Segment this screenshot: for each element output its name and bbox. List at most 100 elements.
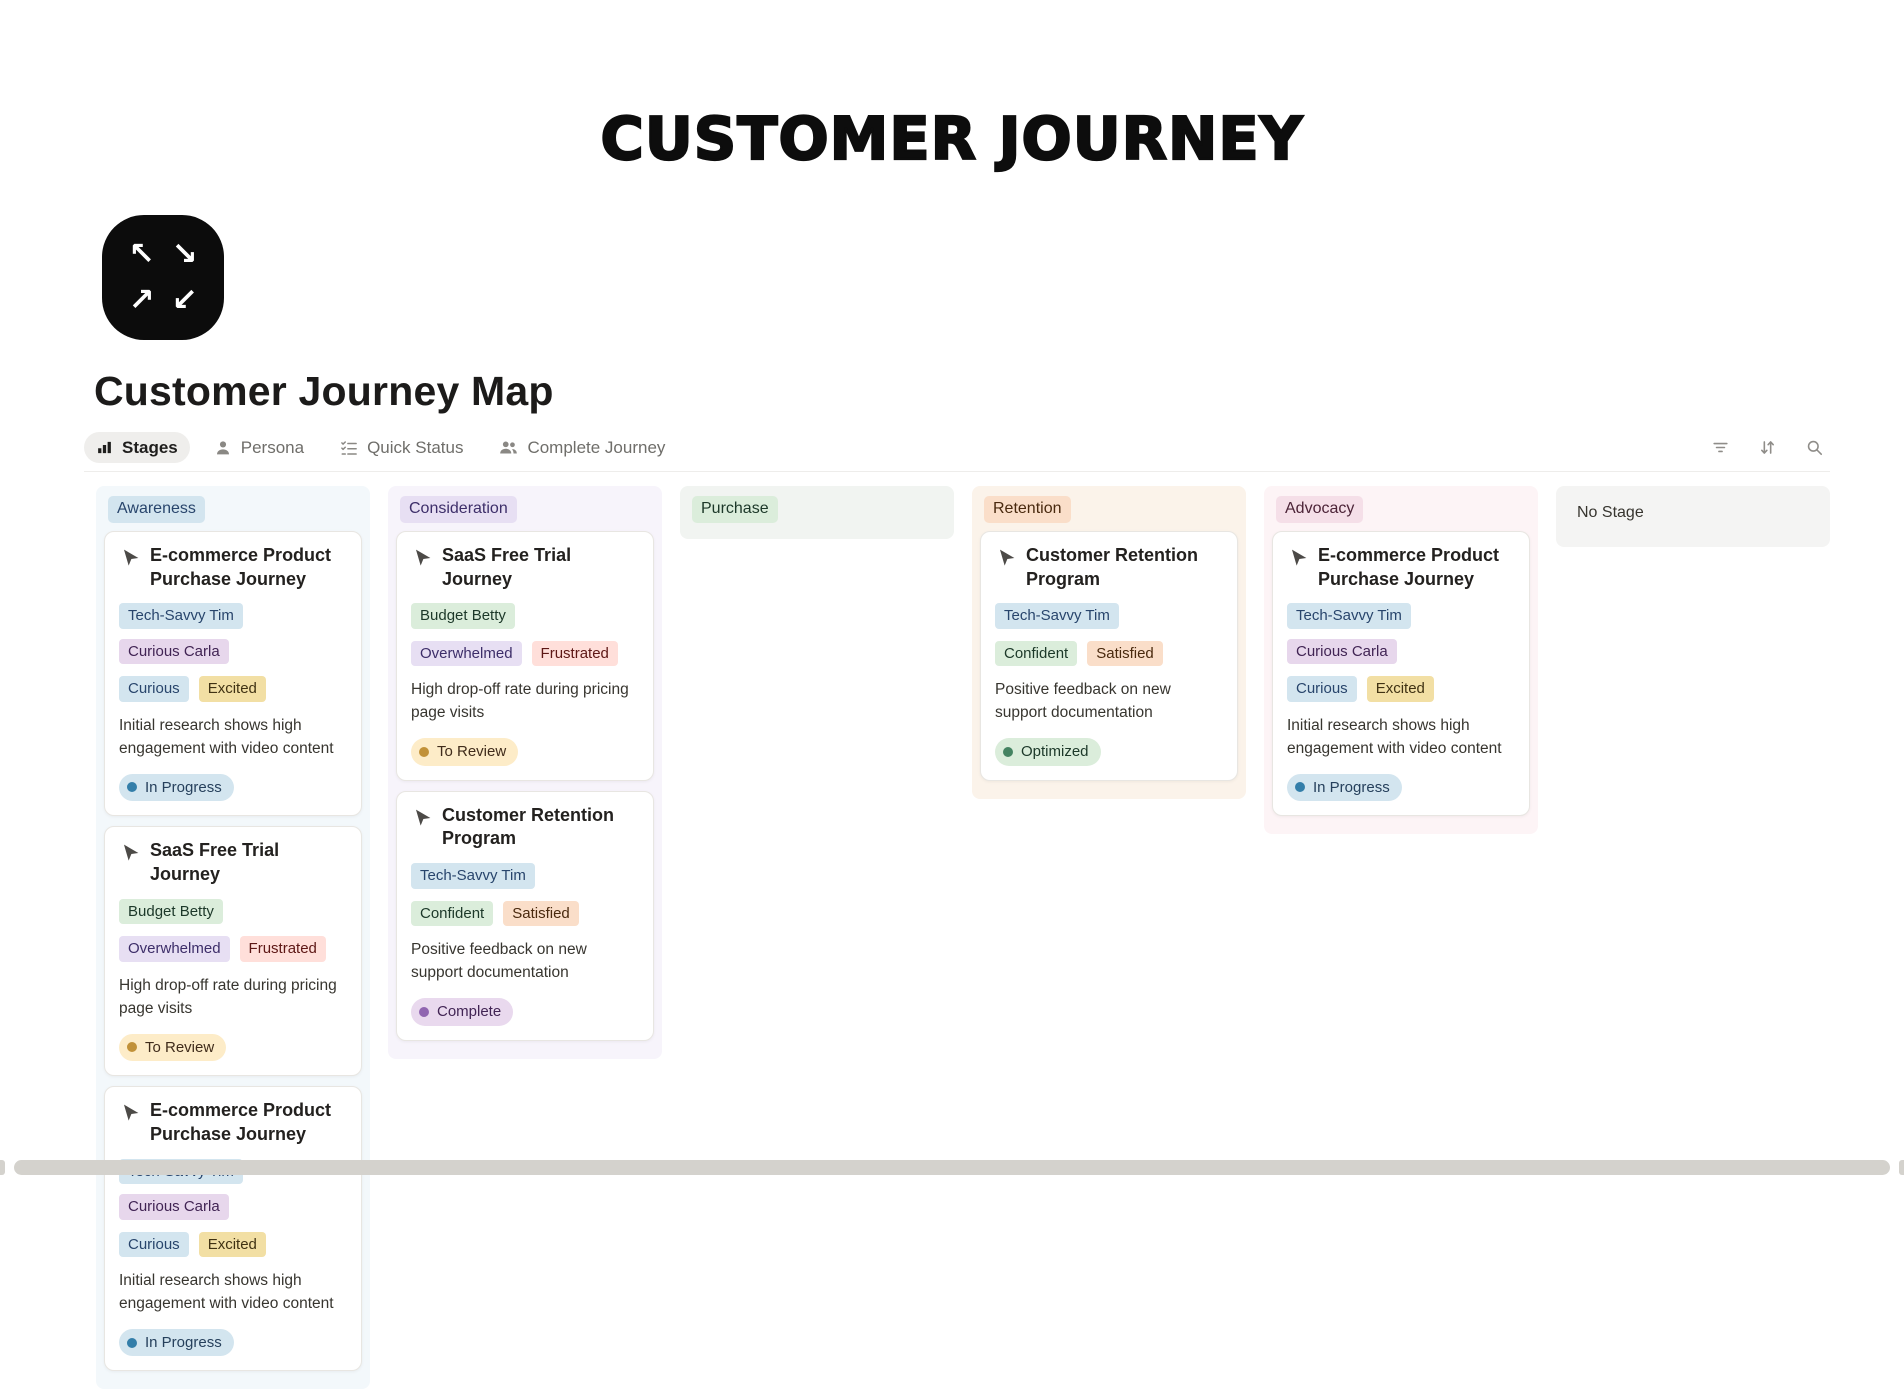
status-badge: Optimized: [995, 738, 1101, 766]
card-title-text: E-commerce Product Purchase Journey: [1318, 544, 1500, 589]
board-column-no-stage: No Stage: [1556, 486, 1830, 547]
horizontal-scrollbar[interactable]: [0, 1160, 1904, 1175]
persona-tag: Tech-Savvy Tim: [995, 603, 1119, 629]
emotion-tag: Overwhelmed: [411, 640, 522, 667]
sort-button[interactable]: [1758, 438, 1777, 457]
tab-quick-status[interactable]: Quick Status: [328, 432, 475, 464]
column-header-awareness[interactable]: Awareness: [108, 496, 205, 523]
board-column-purchase: Purchase: [680, 486, 954, 539]
column-header-purchase[interactable]: Purchase: [692, 496, 778, 523]
card-note: Initial research shows high engagement w…: [1287, 716, 1502, 757]
tab-complete-journey[interactable]: Complete Journey: [487, 431, 677, 464]
card-title-text: E-commerce Product Purchase Journey: [150, 544, 332, 589]
status-label: Complete: [437, 1003, 502, 1021]
search-button[interactable]: [1805, 438, 1824, 457]
persona-tag: Budget Betty: [411, 603, 515, 629]
scrollbar-thumb[interactable]: [14, 1160, 1890, 1175]
scrollbar-edge-left: [0, 1160, 5, 1175]
persona-tag: Tech-Savvy Tim: [1287, 603, 1411, 629]
tab-label: Stages: [122, 438, 178, 457]
status-dot: [127, 1337, 137, 1348]
stages-icon: [98, 441, 111, 454]
status-label: In Progress: [145, 778, 222, 796]
card-title: SaaS Free Trial Journey: [119, 839, 347, 887]
column-header-retention[interactable]: Retention: [984, 496, 1071, 523]
navigation-icon: [415, 549, 431, 566]
column-header-advocacy[interactable]: Advocacy: [1276, 496, 1364, 523]
status-badge: To Review: [119, 1033, 227, 1062]
view-tab-bar: Stages Persona Quick Status: [84, 431, 1830, 472]
emotion-tag: Curious: [119, 1231, 189, 1258]
status-badge: In Progress: [119, 1328, 234, 1357]
card-title-text: Customer Retention Program: [442, 804, 615, 849]
view-actions: [1711, 438, 1830, 457]
status-dot: [419, 746, 429, 757]
status-dot: [1295, 782, 1305, 793]
persona-icon: [216, 440, 229, 454]
status-dot: [127, 1042, 137, 1053]
card-note: Initial research shows high engagement w…: [119, 1272, 334, 1312]
status-badge: Complete: [411, 998, 514, 1026]
arrow-down-left-icon: ↙: [171, 282, 198, 319]
card-note: High drop-off rate during pricing page v…: [119, 976, 337, 1017]
status-label: In Progress: [1313, 778, 1390, 796]
emotion-tag: Overwhelmed: [119, 936, 230, 962]
filter-icon: [1713, 442, 1728, 453]
page-icon[interactable]: ↖ ↘ ↗ ↙: [102, 215, 224, 340]
personas-row: Tech-Savvy Tim: [411, 863, 639, 889]
status-label: In Progress: [145, 1333, 222, 1351]
status-dot: [1003, 746, 1013, 757]
card-title-text: SaaS Free Trial Journey: [442, 544, 572, 589]
column-header-consideration[interactable]: Consideration: [400, 496, 517, 523]
column-header-no-stage[interactable]: No Stage: [1577, 504, 1644, 521]
status-badge: To Review: [411, 738, 519, 766]
emotion-tag: Curious: [119, 676, 189, 702]
journey-card[interactable]: E-commerce Product Purchase JourneyTech-…: [104, 1086, 362, 1372]
navigation-icon: [1291, 549, 1307, 566]
page-title[interactable]: Customer Journey Map: [94, 368, 554, 414]
card-note: High drop-off rate during pricing page v…: [411, 681, 629, 722]
tab-stages[interactable]: Stages: [84, 432, 190, 463]
card-note: Positive feedback on new support documen…: [995, 681, 1171, 722]
status-dot: [127, 782, 137, 793]
status-label: To Review: [437, 743, 507, 761]
card-title: E-commerce Product Purchase Journey: [119, 1099, 347, 1147]
navigation-icon: [123, 844, 139, 861]
filter-button[interactable]: [1711, 438, 1730, 457]
persona-tag: Tech-Savvy Tim: [411, 863, 535, 889]
card-title-text: Customer Retention Program: [1026, 544, 1199, 589]
arrow-down-right-icon: ↘: [171, 235, 198, 272]
tab-persona[interactable]: Persona: [202, 432, 316, 464]
emotion-tag: Satisfied: [1087, 640, 1163, 667]
status-dot: [419, 1006, 429, 1017]
status-badge: In Progress: [119, 773, 234, 802]
status-label: To Review: [145, 1038, 215, 1056]
personas-row: Budget Betty: [411, 603, 639, 629]
personas-row: Tech-Savvy Tim: [995, 603, 1223, 629]
card-title: E-commerce Product Purchase Journey: [119, 544, 347, 592]
search-icon: [1807, 440, 1823, 456]
arrow-up-left-icon: ↖: [128, 235, 155, 272]
card-title-text: E-commerce Product Purchase Journey: [150, 1100, 332, 1144]
navigation-icon: [415, 809, 431, 826]
status-badge: In Progress: [1287, 773, 1402, 802]
persona-tag: Tech-Savvy Tim: [119, 603, 243, 629]
